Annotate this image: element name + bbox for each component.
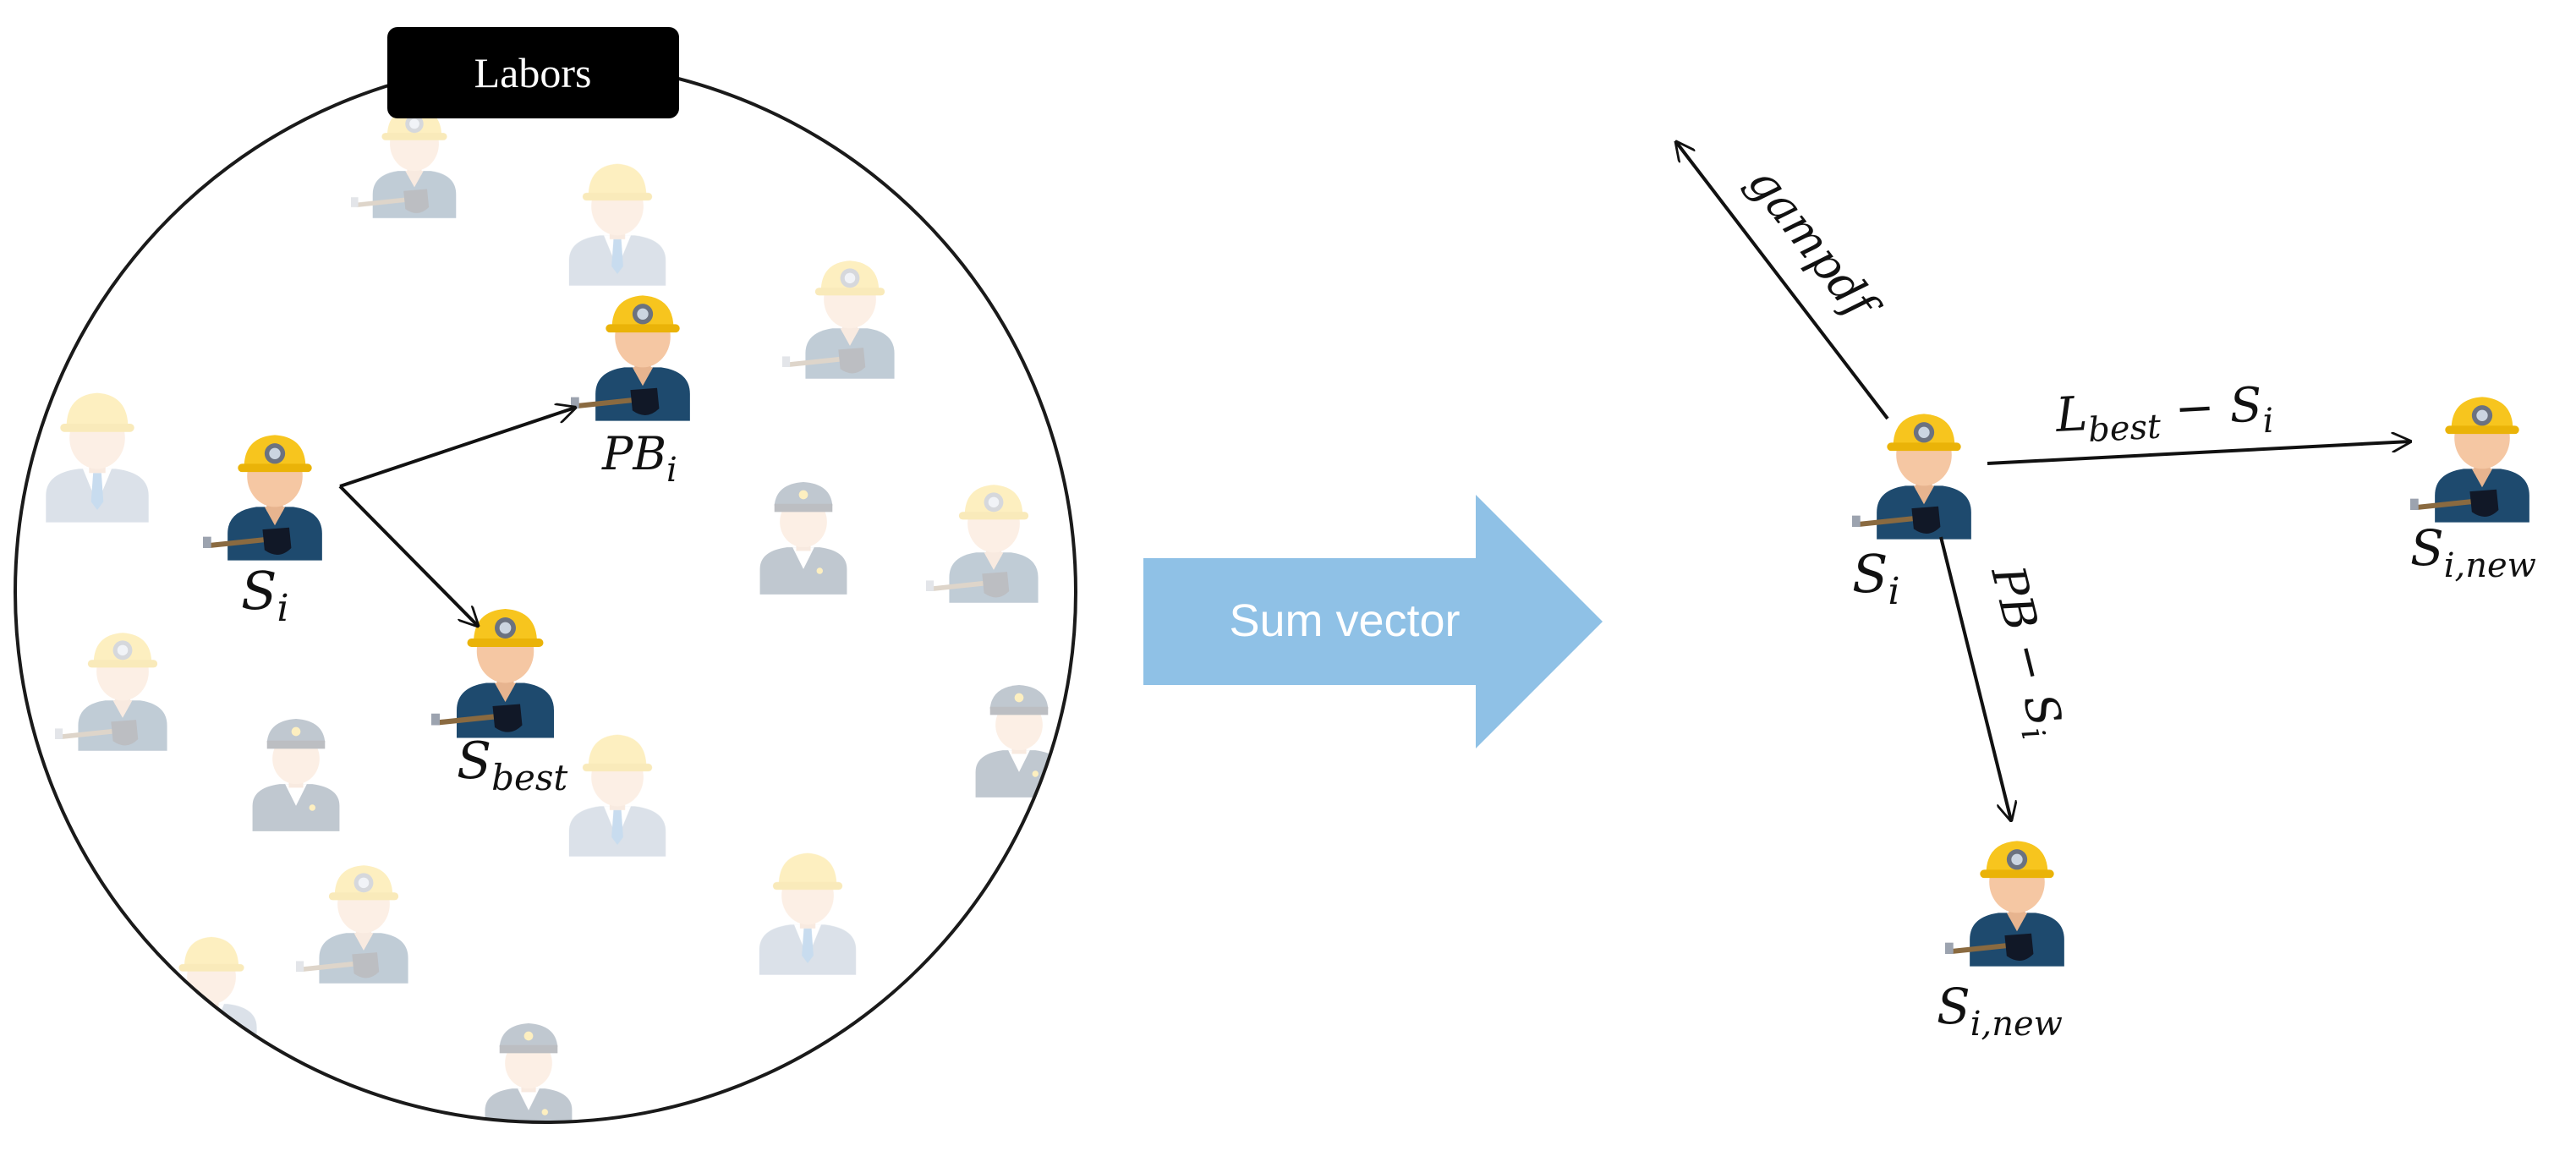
lbest-arrow: [1987, 441, 2410, 465]
si-label: Si: [241, 560, 289, 630]
labor-miner-icon: [296, 865, 408, 984]
population-boundary: [14, 60, 1077, 1124]
engineer-icon: [46, 392, 149, 523]
gampdf-arrow: [1676, 142, 1889, 420]
officer-icon: [975, 685, 1063, 798]
sum-vector-shape: [1143, 495, 1603, 748]
pb-label: PBi: [601, 427, 677, 490]
officer-icon: [759, 482, 847, 595]
si-labor-icon: [203, 435, 322, 561]
labors-tag: Labors: [387, 27, 679, 118]
officer-icon: [252, 719, 340, 831]
labors-tag-label: Labors: [474, 49, 592, 96]
sum-vector-arrow: Sum vector: [1143, 495, 1603, 748]
sinew-bottom-label: Si,new: [1937, 978, 2063, 1044]
lbest-minus-si-label: Lbest − Si: [2053, 377, 2274, 452]
vector-composition: gampdf Lbest − Si PB − Si Si Si,new Si,n…: [1676, 142, 2536, 1044]
sbest-label: Sbest: [457, 732, 567, 798]
labor-miner-icon: [782, 260, 895, 379]
sbest-labor-icon: [431, 609, 554, 738]
sinew-right-labor-icon: [2410, 397, 2529, 523]
pb-labor-icon: [571, 295, 690, 421]
gampdf-label: gampdf: [1738, 156, 1891, 333]
si-labor-icon: [1852, 414, 1971, 540]
labor-miner-icon: [351, 107, 457, 218]
arrow-to-sbest: [338, 485, 478, 626]
sum-vector-label: Sum vector: [1229, 595, 1460, 646]
arrow-to-pb: [339, 408, 575, 488]
labor-miner-icon: [926, 485, 1039, 603]
labors-population: Labors Si PBi Sbest: [14, 27, 1077, 1124]
pb-minus-arrow: [1939, 536, 2011, 820]
faded-labor-crowd: [46, 107, 1063, 1122]
sinew-right-label: Si,new: [2410, 519, 2536, 585]
engineer-icon: [568, 163, 666, 286]
engineer-icon: [759, 852, 857, 975]
engineer-icon: [568, 734, 666, 857]
sinew-bottom-labor-icon: [1945, 841, 2064, 967]
labor-miner-icon: [55, 633, 167, 751]
pb-minus-si-label: PB − Si: [1974, 560, 2075, 743]
engineer-icon: [166, 936, 257, 1051]
si-right-label: Si: [1852, 543, 1900, 613]
